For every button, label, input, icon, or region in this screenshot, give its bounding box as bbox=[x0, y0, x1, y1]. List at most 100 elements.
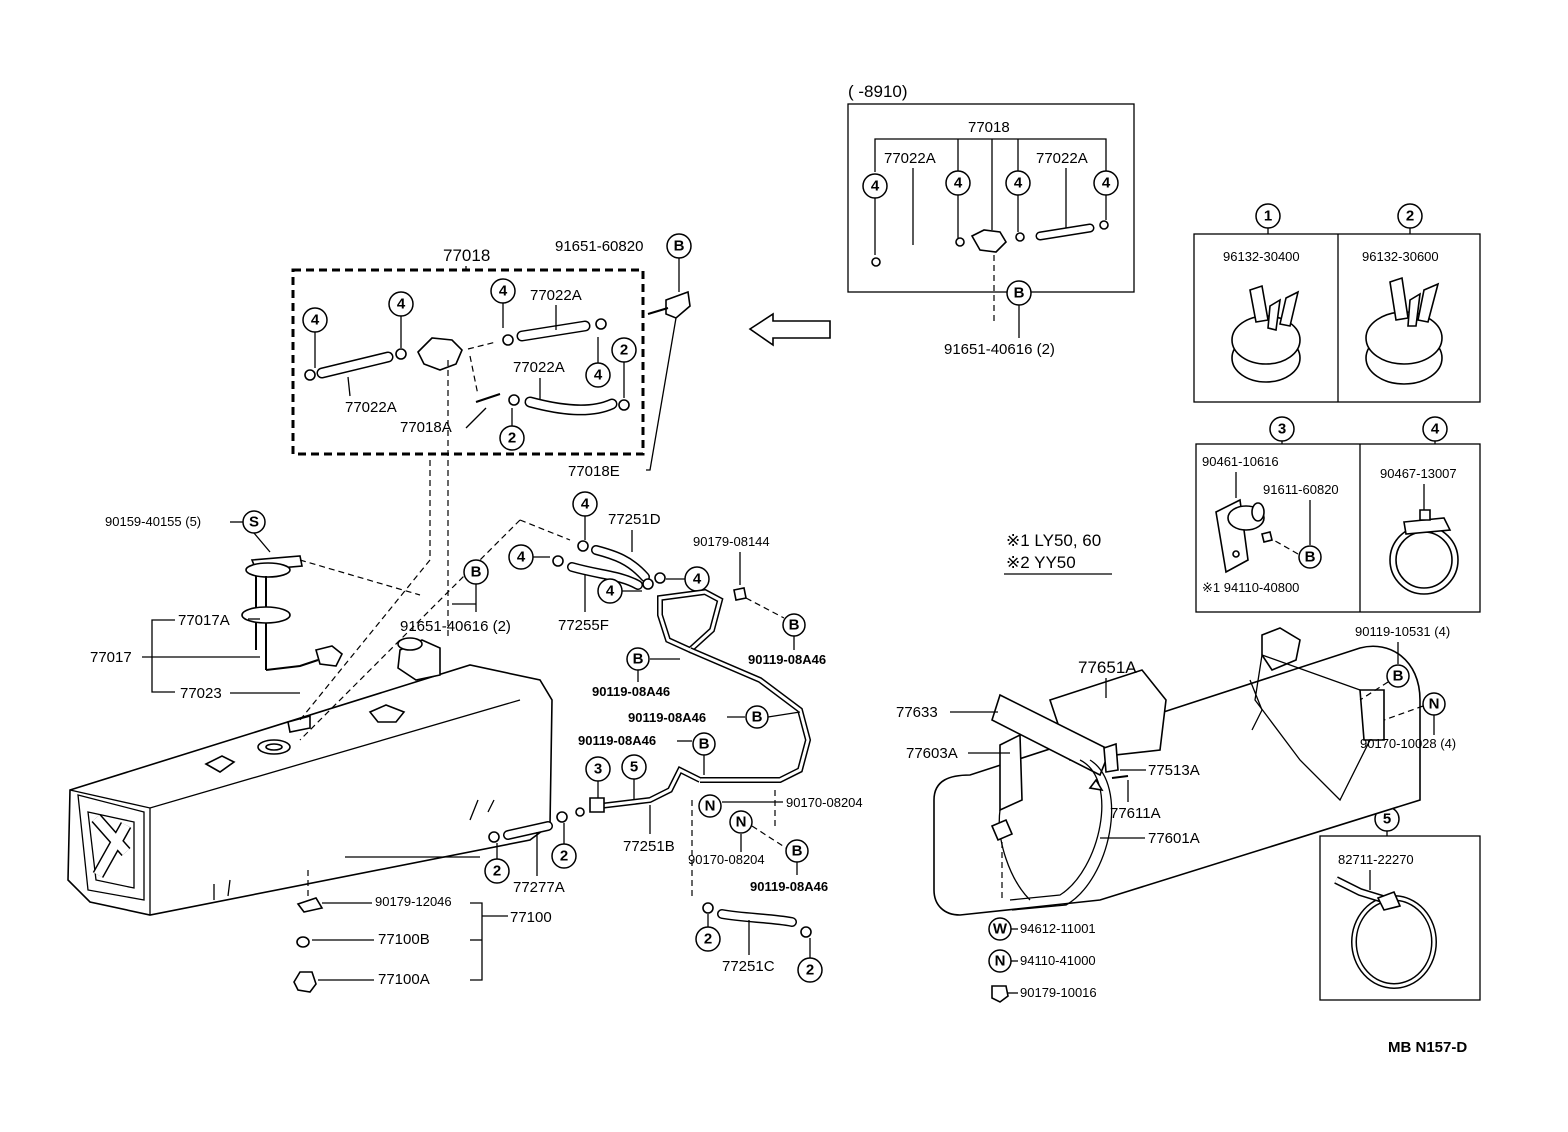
clamp-part-4: 90467-13007 bbox=[1380, 466, 1457, 481]
inset-clamp-4: 4 4 4 4 bbox=[862, 170, 1119, 255]
svg-text:W: W bbox=[993, 921, 1008, 938]
svg-text:2: 2 bbox=[620, 342, 628, 359]
svg-text:2: 2 bbox=[560, 848, 568, 865]
clamp-panel-1-2: 1 2 96132-30400 96132-30600 bbox=[1193, 203, 1481, 403]
clamp-marker-4: 4 bbox=[1431, 421, 1440, 438]
kit-77018: 77018 91651-60820 B 4 4 4 4 2 2 77 bbox=[291, 233, 692, 480]
bolt-a46-5: 90119-08A46 bbox=[750, 879, 828, 894]
tank-label: 77100 bbox=[510, 909, 552, 926]
bolt-a46-2: 90119-08A46 bbox=[592, 684, 670, 699]
svg-text:4: 4 bbox=[311, 312, 320, 329]
svg-text:2: 2 bbox=[806, 962, 814, 979]
tank-bottom-parts: 90179-12046 77100B 77100A 77100 bbox=[293, 856, 552, 993]
kit-hose-c: 77022A bbox=[513, 359, 565, 376]
kit-union: 77018A bbox=[400, 419, 452, 436]
kit-bracket: 77018E bbox=[568, 463, 620, 480]
clamp-part-2: 96132-30600 bbox=[1362, 249, 1439, 264]
band-bolt-label: 77513A bbox=[1148, 762, 1200, 779]
inset-8910: ( -8910) 77018 77022A 77022A 4 4 4 4 bbox=[847, 82, 1135, 358]
note-sym2: ※2 YY50 bbox=[1006, 553, 1076, 572]
svg-text:2: 2 bbox=[493, 863, 501, 880]
hose-f-label: 77255F bbox=[558, 617, 609, 634]
bolt-a46-1: 90119-08A46 bbox=[748, 652, 826, 667]
protector-label: 77651A bbox=[1078, 658, 1137, 677]
kit-bolt-label-2: 91651-40616 (2) bbox=[400, 618, 511, 635]
svg-text:4: 4 bbox=[581, 496, 590, 513]
kit-bolt-label: 91651-60820 bbox=[555, 238, 643, 255]
bracket1-label: 77633 bbox=[896, 704, 938, 721]
svg-text:4: 4 bbox=[594, 367, 603, 384]
svg-text:4: 4 bbox=[693, 571, 702, 588]
clamp-part-3: 90461-10616 bbox=[1202, 454, 1279, 469]
bracket2-label: 77603A bbox=[906, 745, 958, 762]
nut41000-label: 94110-41000 bbox=[1020, 953, 1096, 968]
clip2-label: 90179-12046 bbox=[375, 894, 452, 909]
inset-hose-right: 77022A bbox=[1036, 150, 1088, 167]
screw-marker: S bbox=[249, 514, 259, 531]
svg-text:4: 4 bbox=[517, 549, 526, 566]
svg-text:B: B bbox=[699, 736, 710, 753]
svg-text:4: 4 bbox=[871, 178, 880, 195]
inset-range-label: ( -8910) bbox=[848, 82, 908, 101]
clamp-bolt-marker-3: B bbox=[1305, 549, 1316, 566]
svg-text:N: N bbox=[1429, 696, 1440, 713]
clamp-marker-2: 2 bbox=[1406, 208, 1414, 225]
clamp-note-3: ※1 94110-40800 bbox=[1202, 580, 1299, 595]
svg-text:4: 4 bbox=[606, 583, 615, 600]
clamp-part-1: 96132-30400 bbox=[1223, 249, 1300, 264]
band-label: 77601A bbox=[1148, 830, 1200, 847]
svg-text:B: B bbox=[674, 238, 685, 255]
bolt10531-label: 90119-10531 (4) bbox=[1355, 624, 1450, 639]
kit-hose-b: 77022A bbox=[530, 287, 582, 304]
gasket-label: 77100B bbox=[378, 931, 430, 948]
kit-frame bbox=[291, 268, 645, 456]
svg-text:2: 2 bbox=[704, 931, 712, 948]
clamp-1-drawing bbox=[1231, 284, 1301, 383]
clamp-4-drawing bbox=[1389, 509, 1459, 595]
kit-fitting bbox=[417, 337, 463, 371]
inset-bolt-label: 91651-40616 (2) bbox=[944, 341, 1055, 358]
reference-arrow bbox=[748, 312, 831, 347]
svg-text:B: B bbox=[471, 564, 482, 581]
inset-frame bbox=[847, 103, 1135, 293]
nut2-label: 90170-08204 bbox=[688, 852, 765, 867]
gauge-label: 77017 bbox=[90, 649, 132, 666]
nut1-label: 90170-08204 bbox=[786, 795, 863, 810]
fuel-lines: 4 77251D 4 4 4 77255F 90179-08144 B 9011… bbox=[484, 491, 863, 983]
clamp-marker-3: 3 bbox=[1278, 421, 1286, 438]
clamp-5-drawing bbox=[1334, 876, 1437, 989]
clamp-marker-5: 5 bbox=[1383, 811, 1391, 828]
svg-text:B: B bbox=[752, 709, 763, 726]
gauge-gasket-label: 77023 bbox=[180, 685, 222, 702]
nut10028-label: 90170-10028 (4) bbox=[1360, 736, 1456, 751]
svg-text:5: 5 bbox=[630, 759, 638, 776]
svg-text:4: 4 bbox=[1014, 175, 1023, 192]
kit-main-label: 77018 bbox=[443, 246, 490, 265]
band-pin-label: 77611A bbox=[1110, 805, 1161, 822]
svg-text:2: 2 bbox=[508, 430, 516, 447]
svg-text:B: B bbox=[633, 651, 644, 668]
svg-text:B: B bbox=[792, 843, 803, 860]
tank-mounting-group: 77651A 77633 77603A 77513A 77611A 77601A… bbox=[896, 624, 1456, 1003]
inset-fitting bbox=[970, 229, 1008, 253]
inset-hose-left: 77022A bbox=[884, 150, 936, 167]
kit-hose-a: 77022A bbox=[345, 399, 397, 416]
clamp-part-5: 82711-22270 bbox=[1338, 852, 1414, 867]
bolt-a46-3: 90119-08A46 bbox=[628, 710, 706, 725]
svg-text:4: 4 bbox=[1102, 175, 1111, 192]
clamp-panel-5: 5 82711-22270 bbox=[1319, 806, 1481, 1001]
svg-text:N: N bbox=[736, 814, 747, 831]
gauge-a-label: 77017A bbox=[178, 612, 230, 629]
clip1-label: 90179-08144 bbox=[693, 534, 770, 549]
svg-text:B: B bbox=[1393, 668, 1404, 685]
svg-text:B: B bbox=[789, 617, 800, 634]
note-sym1: ※1 LY50, 60 bbox=[1006, 531, 1101, 550]
hose-277-label: 77277A bbox=[513, 879, 565, 896]
clamp-bolt-3: 91611-60820 bbox=[1263, 482, 1339, 497]
clip3-label: 90179-10016 bbox=[1020, 985, 1097, 1000]
svg-text:N: N bbox=[995, 953, 1006, 970]
svg-text:B: B bbox=[1014, 285, 1025, 302]
inset-main-label: 77018 bbox=[968, 119, 1010, 136]
sender-gauge-group: 90159-40155 (5) S 77017A 77017 77023 bbox=[90, 510, 421, 702]
